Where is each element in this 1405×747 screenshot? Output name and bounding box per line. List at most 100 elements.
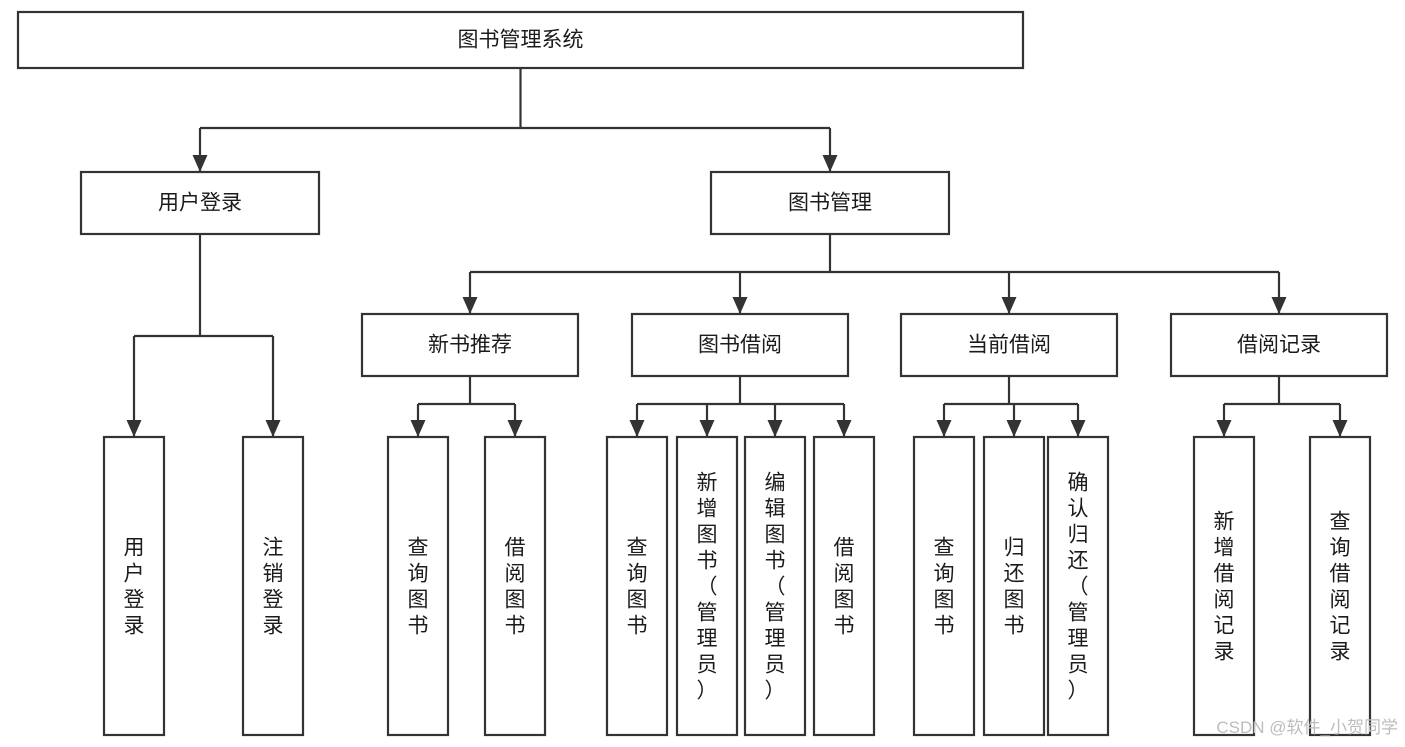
edge-new-book-recommend-arrow-1 [507, 420, 523, 437]
node-label-user-login: 用户登录 [158, 192, 242, 215]
node-leaf-user-login[interactable]: 用户登录 [102, 435, 166, 737]
node-label-leaf-logout: 销 [263, 562, 284, 585]
node-label-leaf-edit-book: 书 [765, 549, 786, 572]
node-box-leaf-confirm-return[interactable] [1046, 435, 1110, 737]
edge-current-borrow-arrow-2 [1070, 420, 1086, 437]
edge-book-borrow-arrow-2 [767, 420, 783, 437]
edge-book-manage-arrow-0 [462, 297, 478, 314]
edge-book-manage-arrow-1 [732, 297, 748, 314]
node-label-leaf-query-record: 查 [1330, 510, 1351, 533]
node-label-leaf-add-book: 书 [697, 549, 718, 572]
edge-book-manage-arrow-3 [1271, 297, 1287, 314]
node-label-current-borrow: 当前借阅 [967, 334, 1051, 357]
node-box-current-borrow[interactable] [899, 312, 1119, 378]
node-label-leaf-borrow-book-2: 书 [834, 614, 855, 637]
edge-book-borrow-arrow-1 [699, 420, 715, 437]
node-box-leaf-borrow-book-2[interactable] [812, 435, 876, 737]
node-label-leaf-add-record: 阅 [1214, 588, 1235, 611]
node-label-leaf-query-book-3: 图 [934, 588, 955, 611]
node-label-leaf-query-record: 阅 [1330, 588, 1351, 611]
edge-book-borrow-arrow-3 [836, 420, 852, 437]
node-book-manage[interactable]: 图书管理 [709, 170, 951, 236]
node-label-leaf-query-book-3: 询 [934, 562, 955, 585]
node-label-leaf-logout: 登 [263, 588, 284, 611]
node-label-leaf-user-login: 登 [124, 588, 145, 611]
node-box-leaf-query-book-3[interactable] [912, 435, 976, 737]
node-box-leaf-query-record[interactable] [1308, 435, 1372, 737]
node-label-book-manage: 图书管理 [788, 192, 872, 215]
node-label-leaf-query-book-1: 书 [408, 614, 429, 637]
node-label-leaf-add-record: 增 [1214, 536, 1235, 559]
node-box-leaf-add-record[interactable] [1192, 435, 1256, 737]
edge-root-arrow-1 [822, 155, 838, 172]
edge-current-borrow-arrow-0 [936, 420, 952, 437]
node-box-user-login[interactable] [79, 170, 321, 236]
node-box-leaf-logout[interactable] [241, 435, 305, 737]
node-label-leaf-logout: 注 [263, 536, 284, 559]
node-box-leaf-user-login[interactable] [102, 435, 166, 737]
node-box-book-manage[interactable] [709, 170, 951, 236]
node-box-borrow-record[interactable] [1169, 312, 1389, 378]
node-label-leaf-query-book-2: 书 [627, 614, 648, 637]
node-user-login[interactable]: 用户登录 [79, 170, 321, 236]
node-borrow-record[interactable]: 借阅记录 [1169, 312, 1389, 378]
node-box-leaf-add-book[interactable] [675, 435, 739, 737]
node-box-leaf-return-book[interactable] [982, 435, 1046, 737]
node-label-leaf-query-book-2: 查 [627, 536, 648, 559]
node-box-leaf-query-book-2[interactable] [605, 435, 669, 737]
node-label-leaf-add-book: （ [697, 575, 718, 598]
node-label-leaf-add-book: 理 [697, 627, 718, 650]
node-label-leaf-query-book-1: 图 [408, 588, 429, 611]
node-new-book-recommend[interactable]: 新书推荐 [360, 312, 580, 378]
node-label-book-borrow: 图书借阅 [698, 334, 782, 357]
node-label-leaf-edit-book: ） [765, 679, 786, 702]
node-label-leaf-borrow-book-1: 借 [505, 536, 526, 559]
node-label-leaf-logout: 录 [263, 614, 284, 637]
node-box-leaf-edit-book[interactable] [743, 435, 807, 737]
node-label-leaf-user-login: 用 [124, 536, 145, 559]
node-label-leaf-borrow-book-1: 阅 [505, 562, 526, 585]
node-label-leaf-edit-book: （ [765, 575, 786, 598]
edge-book-manage-arrow-2 [1001, 297, 1017, 314]
edge-user-login-arrow-0 [126, 420, 142, 437]
node-box-book-borrow[interactable] [630, 312, 850, 378]
node-label-leaf-borrow-book-2: 借 [834, 536, 855, 559]
node-label-leaf-borrow-book-2: 阅 [834, 562, 855, 585]
node-box-new-book-recommend[interactable] [360, 312, 580, 378]
node-box-leaf-query-book-1[interactable] [386, 435, 450, 737]
node-label-leaf-confirm-return: 理 [1068, 627, 1089, 650]
node-label-leaf-query-book-3: 查 [934, 536, 955, 559]
edge-root-arrow-0 [192, 155, 208, 172]
node-label-leaf-confirm-return: 认 [1068, 497, 1089, 520]
node-label-leaf-add-book: 图 [697, 523, 718, 546]
node-current-borrow[interactable]: 当前借阅 [899, 312, 1119, 378]
node-label-leaf-edit-book: 编 [765, 471, 786, 494]
node-root[interactable]: 图书管理系统 [16, 10, 1025, 70]
node-label-leaf-query-record: 记 [1330, 614, 1351, 637]
node-label-leaf-user-login: 录 [124, 614, 145, 637]
node-box-root[interactable] [16, 10, 1025, 70]
node-label-leaf-return-book: 归 [1004, 536, 1025, 559]
node-label-leaf-confirm-return: ） [1068, 679, 1089, 702]
node-box-leaf-borrow-book-1[interactable] [483, 435, 547, 737]
node-label-leaf-edit-book: 辑 [765, 497, 786, 520]
node-label-leaf-borrow-book-2: 图 [834, 588, 855, 611]
edge-new-book-recommend-arrow-0 [410, 420, 426, 437]
connector-edges-group [126, 68, 1348, 437]
node-label-leaf-add-record: 借 [1214, 562, 1235, 585]
node-label-leaf-confirm-return: 管 [1068, 601, 1089, 624]
node-book-borrow[interactable]: 图书借阅 [630, 312, 850, 378]
